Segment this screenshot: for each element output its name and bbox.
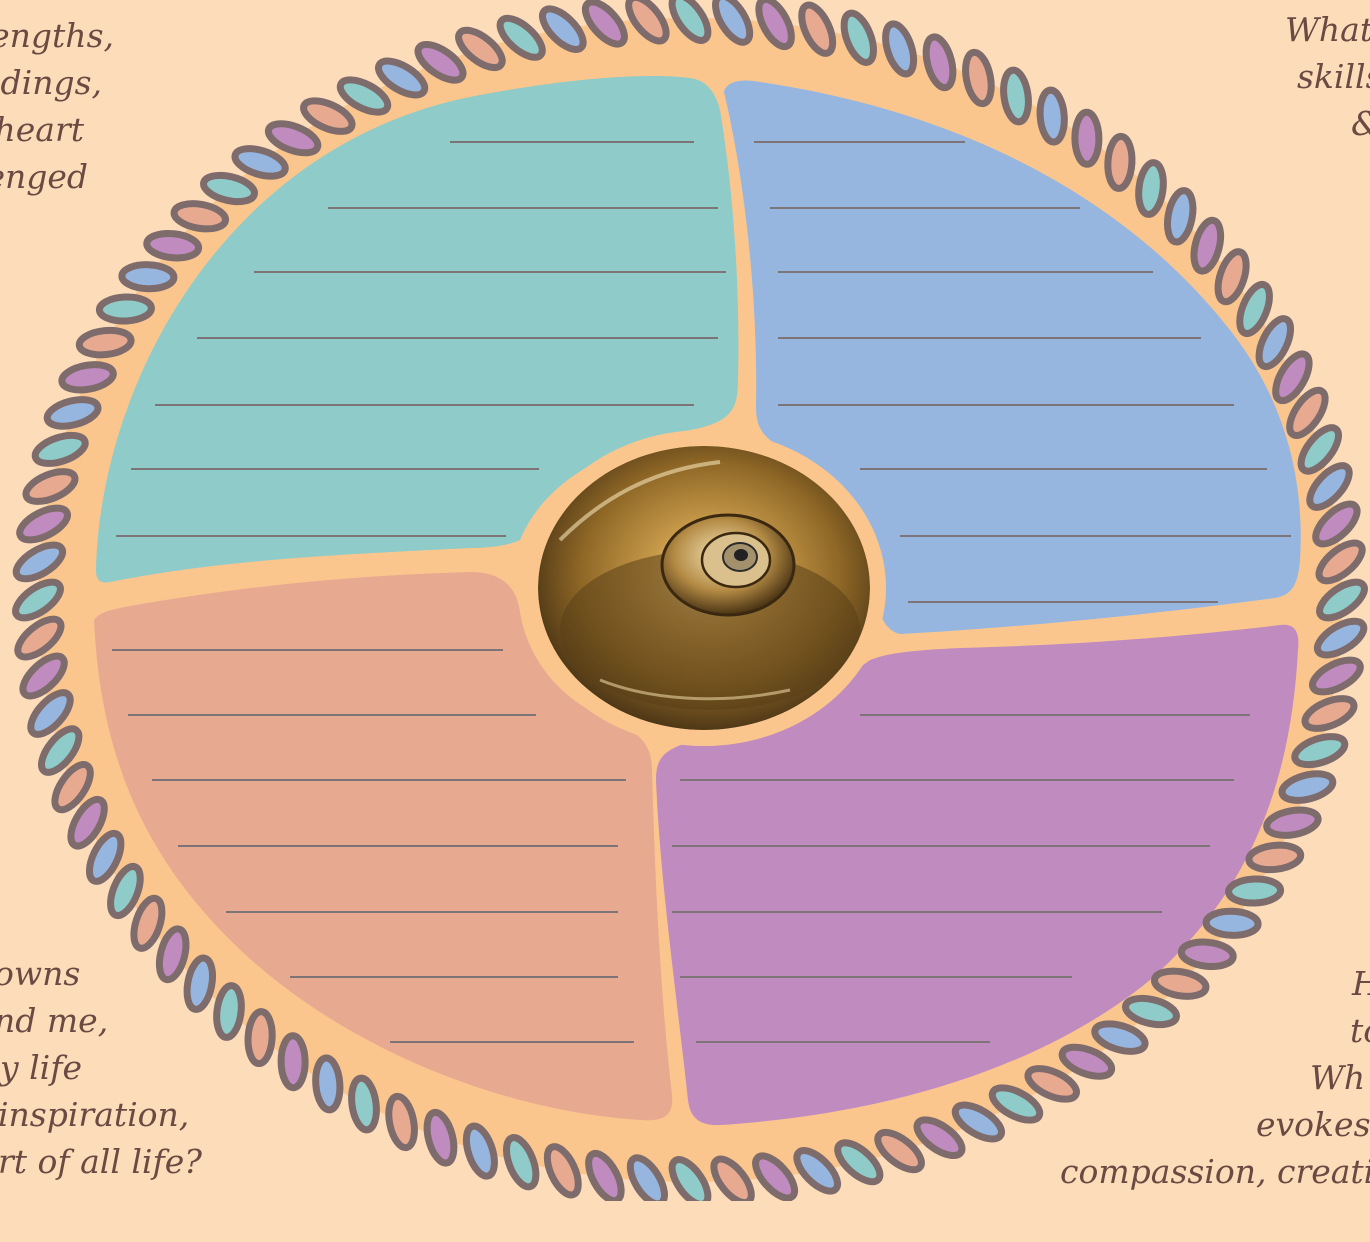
rope-strand [1180,940,1234,969]
rope-strand [1206,910,1259,936]
rope-strand [1075,112,1100,164]
rope-strand [78,328,132,357]
rope-strand [146,231,200,260]
rope-strand [1248,843,1302,872]
reflection-wheel [0,0,1370,1201]
rope-strand [314,1057,342,1111]
rope-strand [1038,89,1066,143]
rope-strand [122,264,175,290]
spiral-shell-image [538,446,870,730]
rope-strand [281,1036,306,1088]
rope-strand [247,1011,274,1064]
rope-strand [1228,878,1281,904]
rope-strand [99,296,152,322]
rope-strand [1107,136,1134,189]
